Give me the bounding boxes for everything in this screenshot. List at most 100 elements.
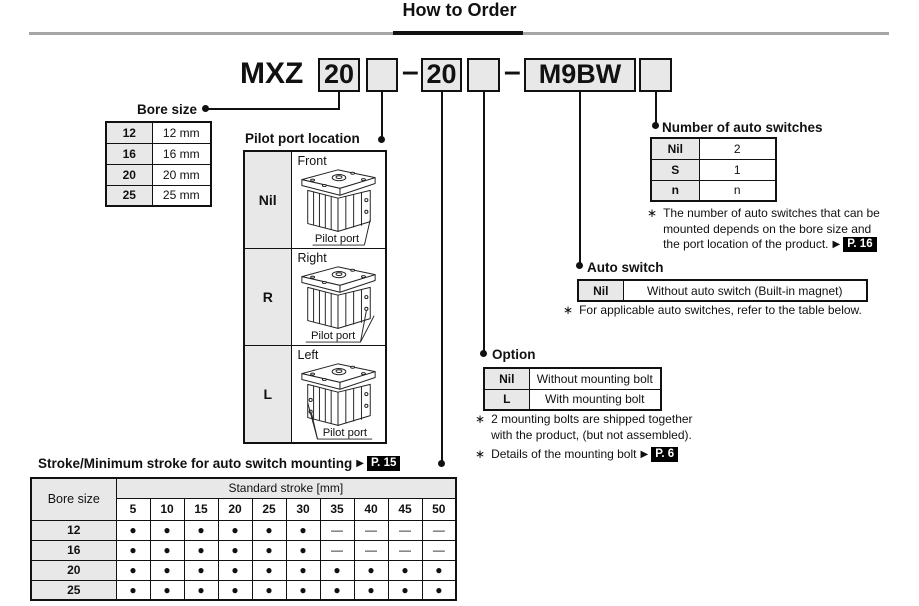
option-value-cell: With mounting bolt (528, 388, 662, 411)
bore-size-table: 12 12 mm 16 16 mm 20 20 mm 25 25 mm (105, 121, 212, 207)
pilot-position-label: Left (297, 348, 319, 362)
connector-line-bore (338, 92, 340, 110)
table-row: R Right Pilot port (243, 248, 387, 346)
bore-code-cell: 25 (105, 184, 153, 207)
connector-dot-option (480, 350, 487, 357)
stroke-cell: ● (183, 519, 219, 541)
stroke-cell: ● (285, 519, 321, 541)
stroke-cell: ● (421, 559, 457, 581)
qty-value-cell: n (698, 179, 777, 202)
note-line: mounted depends on the bore size and (663, 221, 872, 236)
stroke-cell: ● (149, 519, 185, 541)
stroke-cell: — (353, 539, 389, 561)
connector-line-autoswitch (579, 92, 581, 265)
note-line: For applicable auto switches, refer to t… (579, 303, 862, 317)
stroke-col-header: 40 (353, 497, 389, 521)
stroke-code-box: 20 (421, 58, 462, 92)
table-row: 25 25 mm (105, 184, 212, 207)
stroke-col-header: 50 (421, 497, 457, 521)
stroke-cell: ● (319, 559, 355, 581)
note-line: Details of the mounting bolt (491, 447, 637, 461)
connector-dot-stroke (438, 460, 445, 467)
pilot-port-caption: Pilot port (322, 427, 367, 439)
table-row: 25 ● ● ● ● ● ● ● ● ● ● (30, 579, 457, 601)
stroke-cell: — (421, 539, 457, 561)
connector-dot-pilot (378, 136, 385, 143)
stroke-cell: ● (251, 579, 287, 601)
stroke-cell: ● (251, 559, 287, 581)
stroke-cell: ● (183, 539, 219, 561)
stroke-col-header: 10 (149, 497, 185, 521)
stroke-bore-cell: 16 (30, 539, 117, 561)
pilot-port-right-illustration: Pilot port (300, 266, 376, 343)
qty-code-cell: S (650, 158, 700, 181)
separator-dash: – (504, 55, 521, 88)
stroke-col-header: 35 (319, 497, 355, 521)
stroke-cell: ● (149, 559, 185, 581)
title-underline (393, 31, 523, 35)
asterisk-icon: ∗ (475, 412, 486, 426)
pilot-port-front-illustration: Pilot port (300, 169, 376, 246)
table-row: 16 ● ● ● ● ● ● — — — — (30, 539, 457, 561)
table-row: Nil Without mounting bolt (483, 367, 662, 390)
pilot-code-box (366, 58, 398, 92)
stroke-cell: — (421, 519, 457, 541)
bore-size-title: Bore size (137, 102, 198, 117)
stroke-col-header: 30 (285, 497, 321, 521)
note-line: 2 mounting bolts are shipped together (491, 412, 693, 426)
connector-line-option (483, 92, 485, 353)
bore-code-cell: 20 (105, 163, 153, 186)
model-prefix: MXZ (240, 57, 304, 90)
triangle-icon: ▶ (356, 458, 364, 469)
stroke-cell: ● (183, 579, 219, 601)
stroke-cell: ● (217, 579, 253, 601)
stroke-cell: ● (285, 539, 321, 561)
auto-switch-note: ∗ For applicable auto switches, refer to… (563, 303, 893, 319)
pilot-position-label: Front (297, 154, 327, 168)
auto-switch-title: Auto switch (587, 260, 664, 275)
stroke-cell: ● (251, 539, 287, 561)
stroke-cell: ● (183, 559, 219, 581)
connector-line-pilot (381, 92, 383, 140)
option-table: Nil Without mounting bolt L With mountin… (483, 367, 662, 411)
connector-line-stroke (441, 92, 443, 463)
page-ref-badge-p15[interactable]: P. 15 (366, 456, 401, 471)
stroke-cell: ● (217, 539, 253, 561)
qty-value-cell: 2 (698, 137, 777, 160)
auto-switch-qty-table: Nil 2 S 1 n n (650, 137, 777, 202)
stroke-bore-cell: 25 (30, 579, 117, 601)
stroke-group-header: Standard stroke [mm] (115, 477, 457, 499)
connector-line-qty (655, 92, 657, 125)
stroke-col-header: 45 (387, 497, 423, 521)
connector-dot-bore (202, 105, 209, 112)
option-value-cell: Without mounting bolt (528, 367, 662, 390)
pilot-port-table: Nil Front Pilot port R Right Pilot port (243, 150, 387, 444)
pilot-port-left-illustration: Pilot port (300, 363, 376, 440)
auto-switch-table: Nil Without auto switch (Built-in magnet… (577, 279, 868, 302)
page-title: How to Order (402, 0, 517, 20)
stroke-cell: ● (387, 579, 423, 601)
triangle-icon: ▶ (832, 239, 841, 251)
table-row: 20 ● ● ● ● ● ● ● ● ● ● (30, 559, 457, 581)
asterisk-icon: ∗ (563, 303, 574, 317)
stroke-cell: — (387, 539, 423, 561)
table-row: Bore size Standard stroke [mm] (30, 477, 457, 521)
option-title: Option (492, 347, 536, 362)
auto-switch-value-cell: Without auto switch (Built-in magnet) (622, 279, 868, 302)
stroke-cell: ● (353, 579, 389, 601)
pilot-code-cell: Nil (243, 150, 292, 249)
separator-dash: – (402, 55, 419, 88)
stroke-cell: ● (251, 519, 287, 541)
page-ref-badge-p6[interactable]: P. 6 (651, 447, 679, 463)
pilot-code-cell: R (243, 248, 292, 346)
stroke-bore-cell: 12 (30, 519, 117, 541)
page-ref-badge-p16[interactable]: P. 16 (843, 237, 877, 253)
qty-value-cell: 1 (698, 158, 777, 181)
stroke-cell: ● (285, 559, 321, 581)
connector-line-bore-h (206, 108, 340, 110)
stroke-cell: ● (421, 579, 457, 601)
table-row: n n (650, 179, 777, 202)
stroke-title: Stroke/Minimum stroke for auto switch mo… (38, 456, 353, 471)
stroke-col-header: 25 (251, 497, 287, 521)
